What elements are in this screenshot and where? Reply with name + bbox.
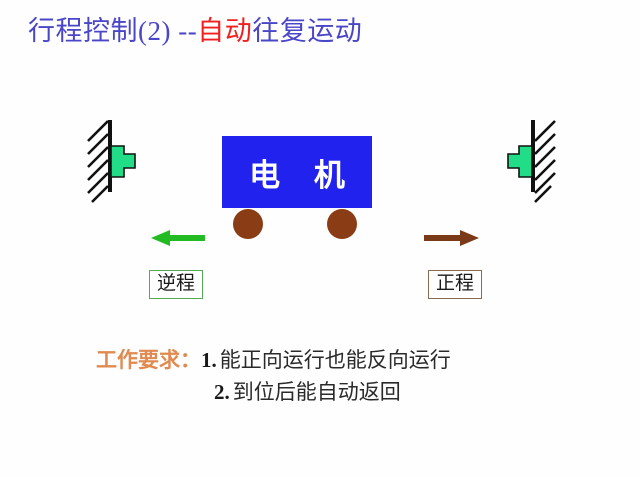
forward-arrow xyxy=(424,230,479,246)
requirement-text: 能正向运行也能反向运行 xyxy=(219,348,451,372)
motor-body: 电 机 xyxy=(222,136,372,208)
requirement-number: 1. xyxy=(201,348,217,372)
page-title-accent: 自动 xyxy=(197,16,253,46)
left-wall-hatching xyxy=(87,120,109,203)
requirements-block: 工作要求：1.能正向运行也能反向运行 2.到位后能自动返回 xyxy=(96,344,451,408)
right-switch-actuator xyxy=(507,145,533,178)
page-title: 行程控制(2) --自动往复运动 xyxy=(28,14,362,48)
motor-label: 电 机 xyxy=(249,157,358,193)
requirement-row: 2.到位后能自动返回 xyxy=(96,376,451,408)
right-wall-hatching xyxy=(534,120,556,203)
wheel-right xyxy=(327,209,357,239)
left-switch-actuator xyxy=(110,145,136,178)
motor-wheels xyxy=(233,209,357,239)
requirement-text: 到位后能自动返回 xyxy=(232,380,401,404)
left-limit-switch xyxy=(87,120,136,203)
requirement-row: 工作要求：1.能正向运行也能反向运行 xyxy=(96,344,451,376)
page-title-main: 行程控制(2) xyxy=(28,16,171,46)
right-limit-switch xyxy=(507,120,556,203)
page-title-tail: 往复运动 xyxy=(252,16,363,46)
reverse-arrow xyxy=(151,230,205,246)
requirements-heading: 工作要求： xyxy=(96,348,201,372)
reverse-direction-label: 逆程 xyxy=(149,270,204,299)
requirement-number: 2. xyxy=(214,380,230,404)
page-title-dash: -- xyxy=(170,16,198,46)
wheel-left xyxy=(233,209,263,239)
forward-direction-label: 正程 xyxy=(428,270,483,299)
